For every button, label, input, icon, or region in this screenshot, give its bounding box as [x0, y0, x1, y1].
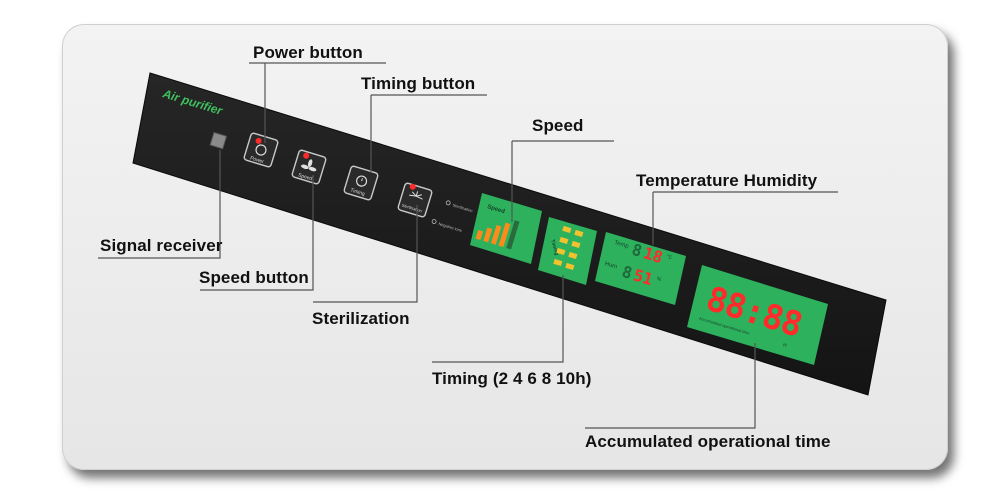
callout-temperature-humidity: Temperature Humidity [636, 171, 817, 191]
accumulated-leader [585, 343, 755, 428]
callout-signal-receiver: Signal receiver [100, 236, 222, 256]
callout-speed-button: Speed button [199, 268, 309, 288]
callout-timing-button: Timing button [361, 74, 475, 94]
callout-timing-hours: Timing (2 4 6 8 10h) [432, 369, 591, 389]
callout-sterilization: Sterilization [312, 309, 410, 329]
callout-accumulated-time: Accumulated operational time [585, 432, 831, 452]
callout-speed: Speed [532, 116, 584, 136]
callout-power-button: Power button [253, 43, 363, 63]
